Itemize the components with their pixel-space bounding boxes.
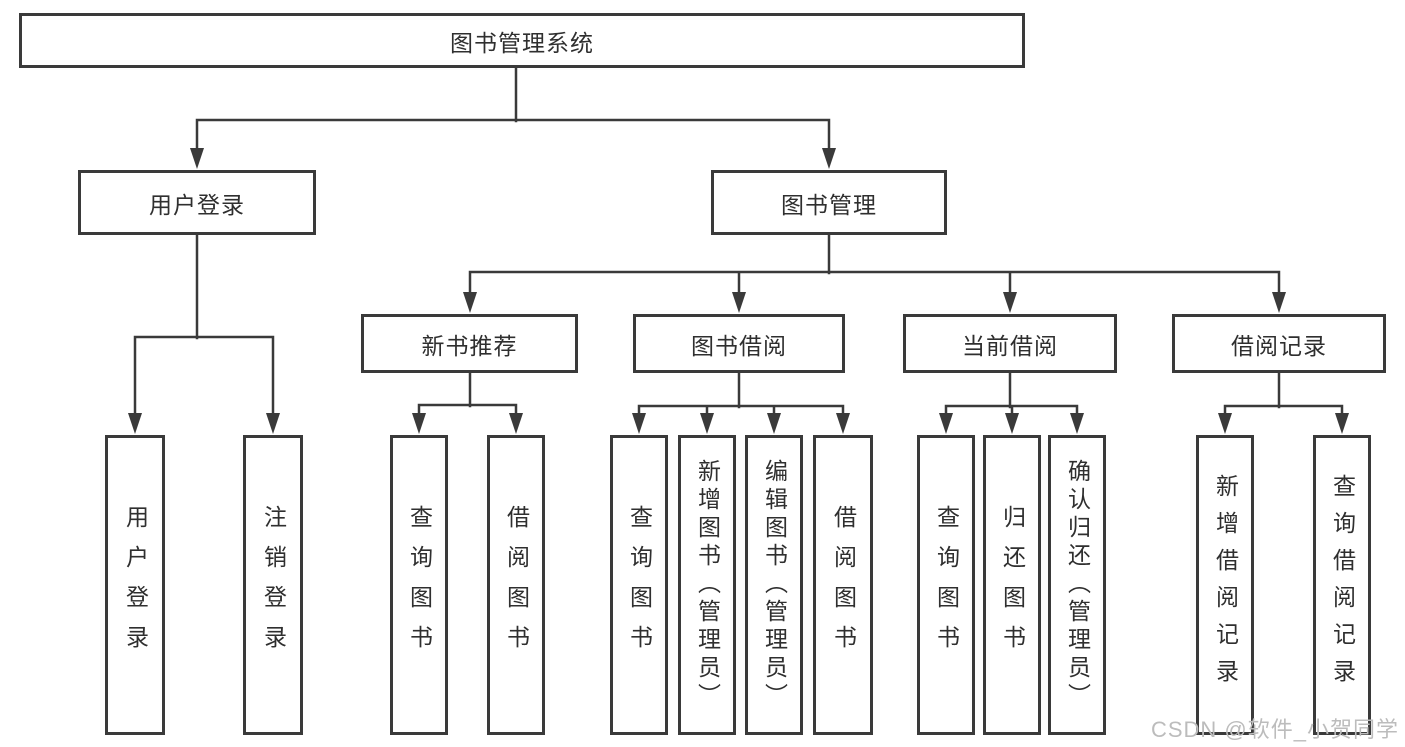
- connector-book-management-to-level3: [468, 233, 1281, 297]
- connector-borrowing-records-to-leaves: [1223, 371, 1344, 417]
- node-book-management: 图书管理: [711, 170, 947, 235]
- arrowhead: [700, 413, 714, 434]
- node-new-book-recommendation: 新书推荐: [361, 314, 578, 373]
- arrowhead: [1003, 292, 1017, 313]
- node-user-login: 用户登录: [78, 170, 316, 235]
- arrowhead: [632, 413, 646, 434]
- node-leaf-query-books-borrowing: 查询图书: [610, 435, 668, 735]
- arrowhead: [128, 413, 142, 434]
- node-leaf-logout: 注销登录: [243, 435, 303, 735]
- node-leaf-borrow-books: 借阅图书: [813, 435, 873, 735]
- node-label: 查询图书: [406, 505, 433, 665]
- node-leaf-return-books: 归还图书: [983, 435, 1041, 735]
- arrowhead: [1070, 413, 1084, 434]
- arrowhead: [1218, 413, 1232, 434]
- node-label: 查询图书: [933, 505, 960, 665]
- node-library-management-system: 图书管理系统: [19, 13, 1025, 68]
- node-label: 归还图书: [999, 505, 1026, 665]
- watermark: CSDN @软件_小贺同学: [1150, 717, 1399, 742]
- arrowhead: [1335, 413, 1349, 434]
- node-label: 新书推荐: [421, 332, 518, 359]
- node-leaf-query-borrow-record: 查询借阅记录: [1313, 435, 1371, 735]
- node-label: 当前借阅: [962, 332, 1058, 359]
- node-label: 用户登录: [122, 505, 149, 665]
- connector-current-borrowing-to-leaves: [944, 371, 1079, 417]
- arrowhead: [190, 148, 204, 169]
- node-leaf-user-login: 用户登录: [105, 435, 165, 735]
- node-leaf-confirm-return-admin: 确认归还（管理员）: [1048, 435, 1106, 735]
- node-label: 用户登录: [149, 191, 245, 218]
- connector-user-login-to-leaves: [133, 233, 275, 417]
- arrowheads: [128, 148, 1349, 434]
- node-book-borrowing: 图书借阅: [633, 314, 845, 373]
- node-label: 查询借阅记录: [1329, 474, 1356, 696]
- connector-book-borrowing-to-leaves: [637, 371, 845, 417]
- arrowhead: [412, 413, 426, 434]
- connector-new-book-to-leaves: [417, 371, 518, 417]
- arrowhead: [836, 413, 850, 434]
- node-leaf-add-borrow-record: 新增借阅记录: [1196, 435, 1254, 735]
- node-leaf-borrow-books-recommend: 借阅图书: [487, 435, 545, 735]
- arrowhead: [767, 413, 781, 434]
- arrowhead: [939, 413, 953, 434]
- node-label: 图书管理系统: [450, 29, 594, 56]
- node-label: 确认归还（管理员）: [1064, 459, 1091, 711]
- node-label: 图书管理: [781, 191, 877, 218]
- node-label: 编辑图书（管理员）: [761, 459, 788, 711]
- arrowhead: [509, 413, 523, 434]
- node-leaf-edit-books-admin: 编辑图书（管理员）: [745, 435, 803, 735]
- node-label: 借阅图书: [503, 505, 530, 665]
- arrowhead: [822, 148, 836, 169]
- node-leaf-add-books-admin: 新增图书（管理员）: [678, 435, 736, 735]
- arrowhead: [732, 292, 746, 313]
- node-label: 新增图书（管理员）: [694, 459, 721, 711]
- node-label: 新增借阅记录: [1212, 474, 1239, 696]
- node-borrowing-records: 借阅记录: [1172, 314, 1386, 373]
- arrowhead: [463, 292, 477, 313]
- node-label: 注销登录: [260, 505, 287, 665]
- arrowhead: [266, 413, 280, 434]
- node-current-borrowing: 当前借阅: [903, 314, 1117, 373]
- node-leaf-query-books-current: 查询图书: [917, 435, 975, 735]
- node-label: 借阅图书: [830, 505, 857, 665]
- node-label: 借阅记录: [1231, 332, 1327, 359]
- connector-root-to-level2: [195, 66, 831, 152]
- arrowhead: [1005, 413, 1019, 434]
- arrowhead: [1272, 292, 1286, 313]
- node-label: 图书借阅: [691, 332, 787, 359]
- node-label: 查询图书: [626, 505, 653, 665]
- node-leaf-query-books-recommend: 查询图书: [390, 435, 448, 735]
